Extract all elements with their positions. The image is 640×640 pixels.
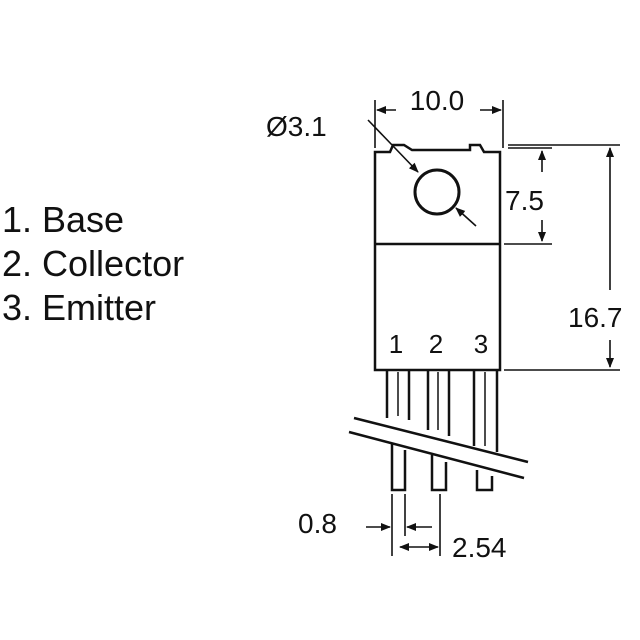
dimension-body-width [374,100,504,148]
leads [385,370,499,492]
lead-1-upper [385,370,411,420]
dimension-body-width-label: 10.0 [410,85,465,116]
lead-3-upper [472,370,499,452]
pin-numbers: 1 2 3 [389,329,488,359]
lead-break-lines [348,416,529,480]
lead-1-lower [390,444,407,492]
pin-legend-collector: 2. Collector [2,243,184,284]
dimension-hole-center-label: 7.5 [505,185,544,216]
lead-2-lower [430,455,448,492]
dimension-hole-center [504,147,552,245]
dimension-lead-pitch-label: 2.54 [452,532,507,563]
dimension-body-height-label: 16.7 [568,302,623,333]
pin-number-2: 2 [429,329,443,359]
lead-3-lower [475,470,494,492]
dimension-hole-diameter [367,119,477,227]
dimension-lead-width-label: 0.8 [298,508,337,539]
dimension-hole-diameter-label: Ø3.1 [266,111,327,142]
pin-number-1: 1 [389,329,403,359]
pin-legend-emitter: 3. Emitter [2,287,156,328]
lead-2-upper [426,370,451,436]
pin-legend: 1. Base 2. Collector 3. Emitter [2,199,184,328]
dimension-lead-width [366,494,432,556]
pin-number-3: 3 [474,329,488,359]
dimension-lead-pitch [399,494,441,556]
pin-legend-base: 1. Base [2,199,124,240]
mounting-hole [413,168,461,216]
dimension-body-height [504,144,620,371]
